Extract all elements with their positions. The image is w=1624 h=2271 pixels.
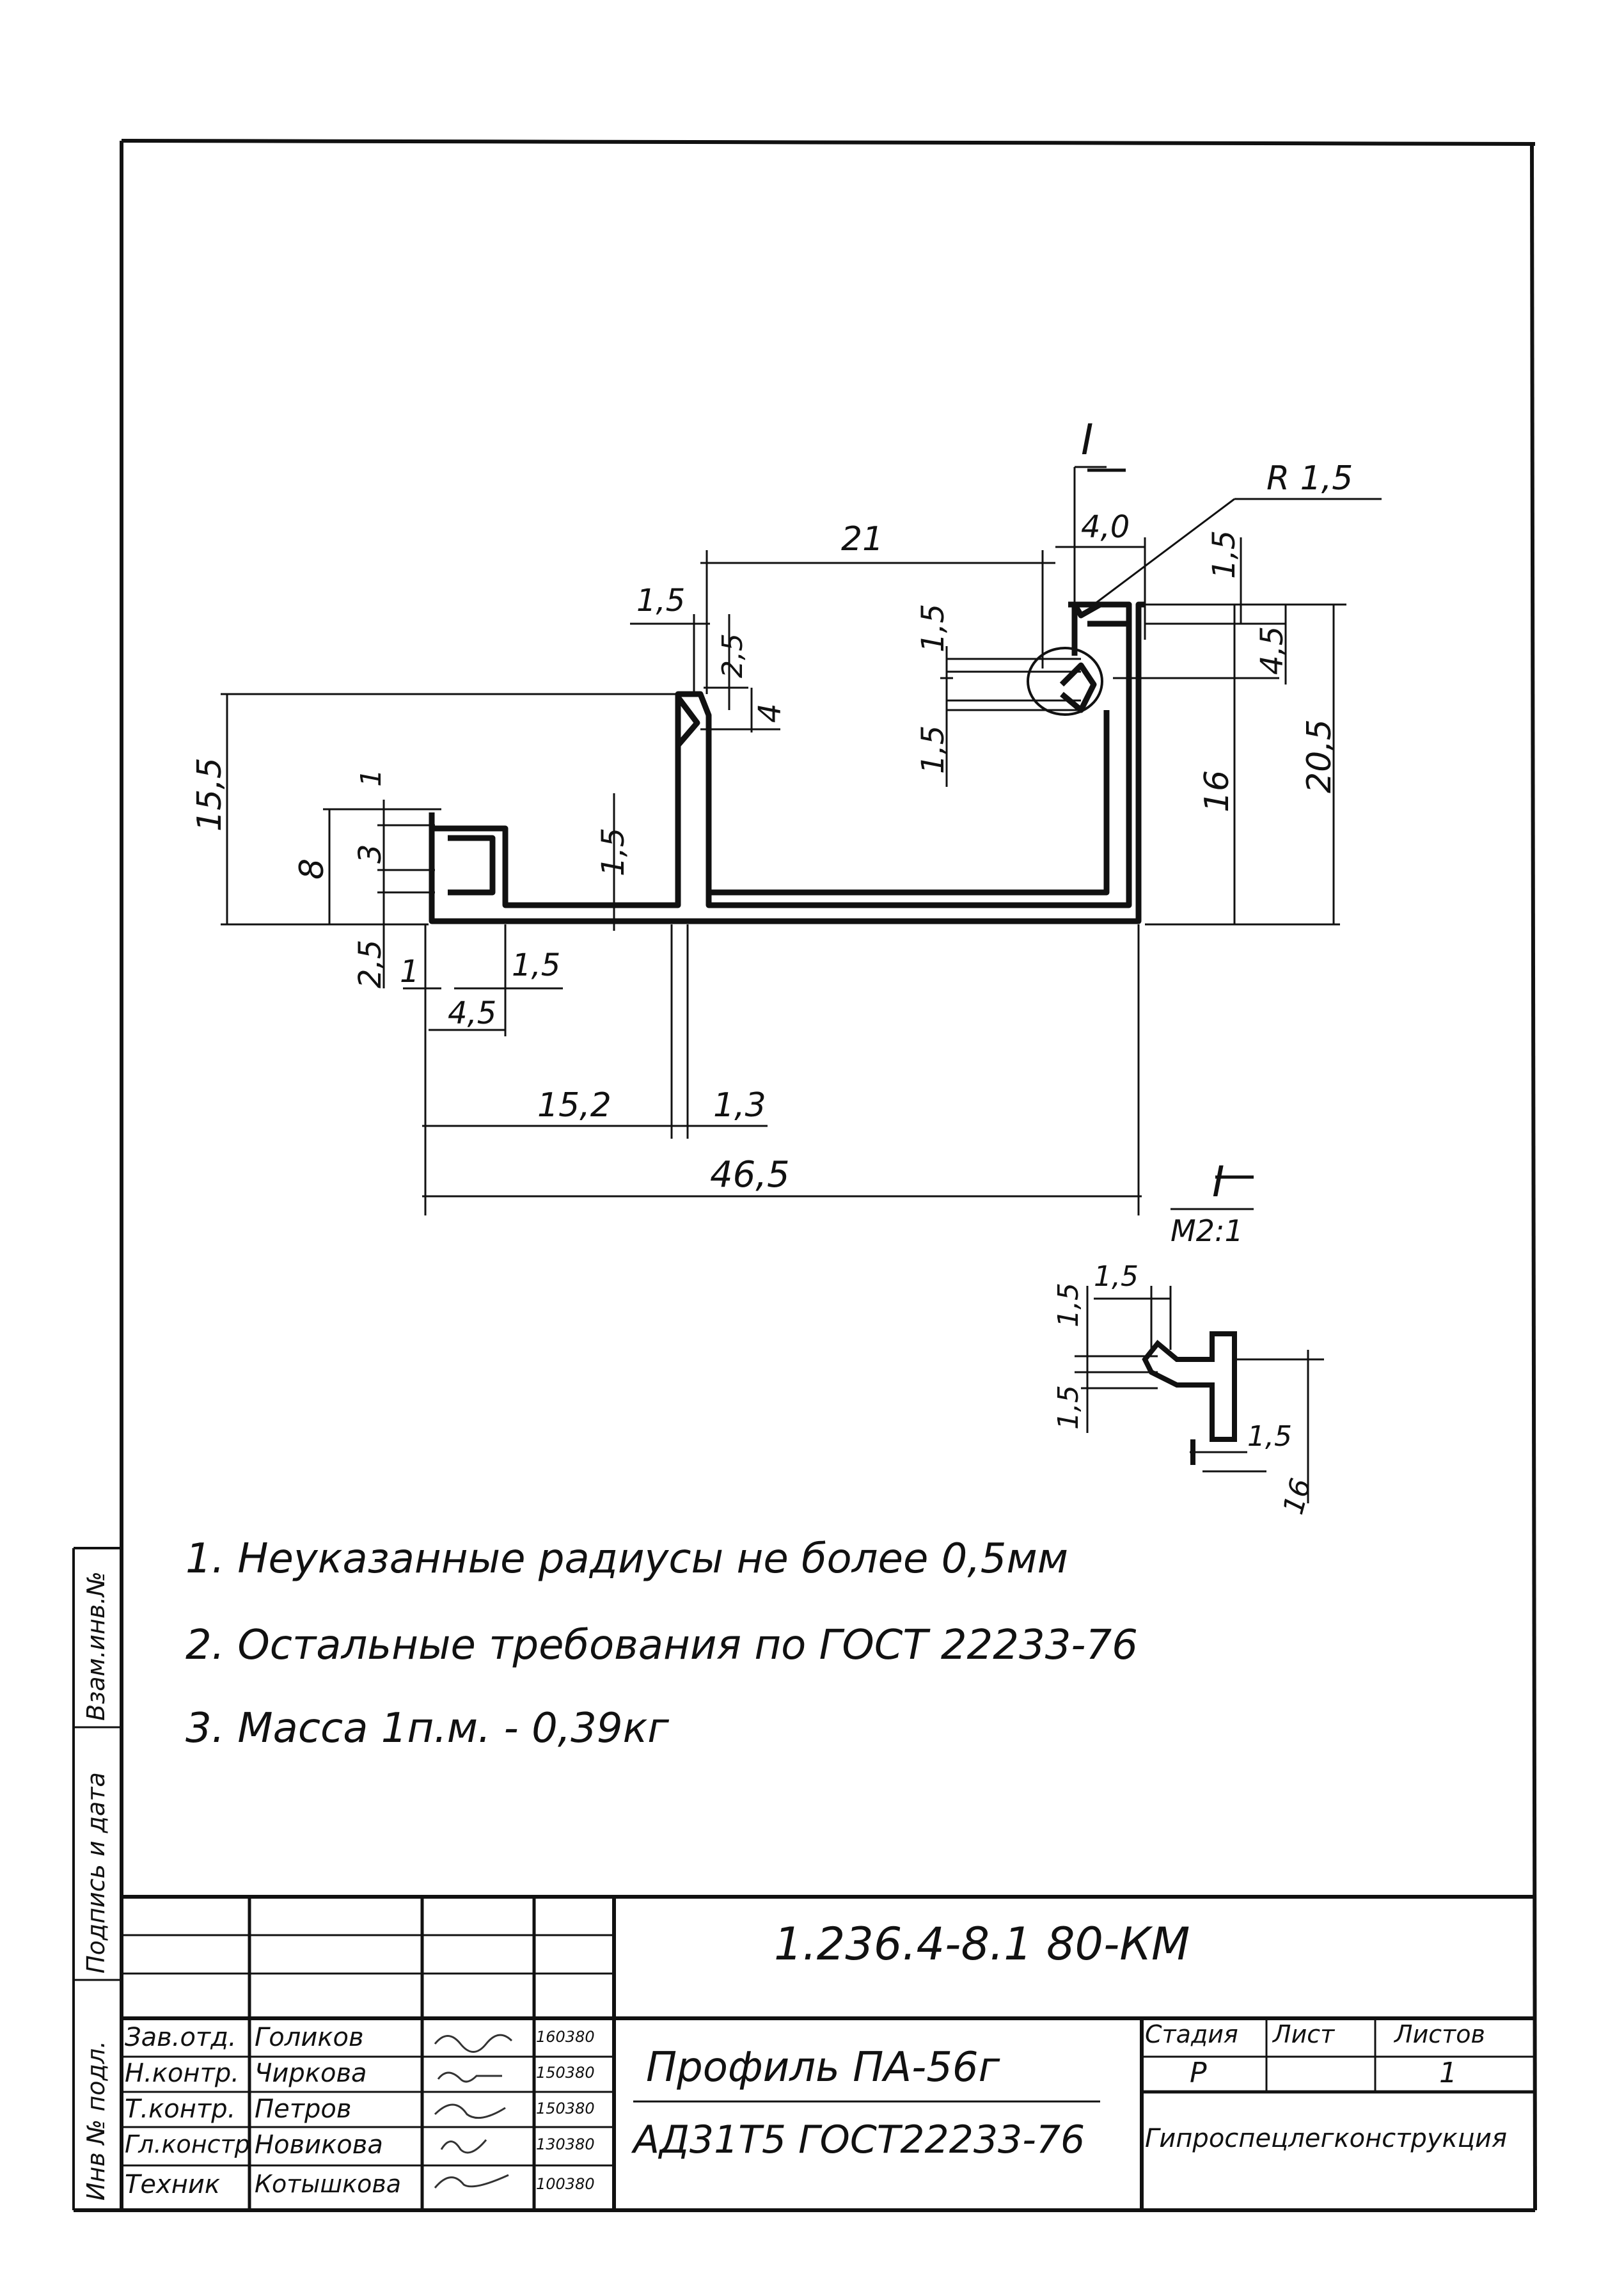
sheets-value: 1	[1439, 2057, 1457, 2089]
dim-1-5-bottom: 1,5	[512, 947, 560, 983]
dim-3-left: 3	[352, 844, 388, 864]
signature-1	[434, 2034, 513, 2053]
detail-scale: M2:1	[1171, 1214, 1243, 1248]
dim-15-5: 15,5	[191, 757, 229, 832]
section-mark-main: I	[1081, 415, 1093, 464]
signer-role: Гл.констр	[125, 2130, 250, 2158]
dim-8: 8	[293, 859, 331, 880]
dim-15-2: 15,2	[537, 1086, 611, 1125]
dim-1-3: 1,3	[713, 1086, 766, 1125]
dim-4-5-right: 4,5	[1254, 626, 1290, 675]
title-block-grid	[122, 1895, 1535, 2210]
stage-header: Стадия	[1145, 2020, 1238, 2048]
dim-16-right: 16	[1198, 770, 1236, 812]
dim-1-5-top-right: 1,5	[1206, 530, 1242, 579]
signer-date: 160380	[536, 2028, 595, 2046]
detail-dim-1-5-c: 1,5	[1052, 1385, 1085, 1430]
side-label-podpis-data: Подпись и дата	[82, 1772, 110, 1974]
note-3: 3. Масса 1п.м. - 0,39кг	[185, 1705, 669, 1752]
signatures	[434, 2034, 513, 2188]
detail-dim-16: 16	[1277, 1475, 1318, 1518]
signature-4	[440, 2139, 487, 2154]
signer-date: 130380	[536, 2135, 595, 2153]
signature-5	[434, 2174, 509, 2188]
signature-2	[437, 2071, 502, 2083]
signer-date: 150380	[536, 2064, 595, 2082]
signer-name: Котышкова	[255, 2170, 402, 2198]
dim-1-bottom: 1	[400, 954, 420, 990]
section-mark-detail: I	[1212, 1157, 1224, 1207]
side-label-vzam-inv: Взам.инв.№	[82, 1571, 110, 1721]
dim-46-5: 46,5	[710, 1154, 790, 1196]
profile-section	[429, 601, 1145, 924]
signer-role: Зав.отд.	[125, 2023, 237, 2052]
dim-1-5-hook-upper: 1,5	[915, 604, 951, 653]
dim-4-5-bottom: 4,5	[448, 995, 496, 1031]
signer-role: Т.контр.	[125, 2094, 236, 2124]
dimension-lines	[221, 466, 1382, 1215]
dim-4-v: 4	[752, 703, 788, 723]
dim-1-left: 1	[355, 769, 388, 787]
sheet-frame	[72, 139, 1537, 2212]
doc-code: 1.236.4-8.1 80-КМ	[774, 1918, 1190, 1970]
signer-date: 150380	[536, 2100, 595, 2117]
signer-role: Н.контр.	[125, 2059, 239, 2088]
item-name: Профиль ПА-56г	[646, 2044, 1000, 2091]
signer-name: Чиркова	[255, 2059, 367, 2088]
stage-value: Р	[1190, 2057, 1207, 2089]
dim-21: 21	[841, 520, 883, 558]
dim-1-5-left-v: 1,5	[636, 583, 685, 619]
signature-3	[434, 2103, 506, 2119]
organization: Гипроспецлегконструкция	[1145, 2124, 1508, 2153]
detail-dim-1-5-a: 1,5	[1052, 1283, 1085, 1327]
side-label-inv-podl: Инв № подл.	[82, 2040, 110, 2201]
note-2: 2. Остальные требования по ГОСТ 22233-76	[185, 1622, 1138, 1669]
signer-name: Новикова	[255, 2130, 383, 2160]
signer-role: Техник	[125, 2170, 221, 2199]
sheets-header: Листов	[1394, 2020, 1485, 2048]
dim-1-5-web: 1,5	[595, 828, 631, 876]
signer-name: Петров	[255, 2094, 352, 2124]
dim-1-5-hook-lower: 1,5	[915, 725, 951, 774]
signer-name: Голиков	[255, 2023, 364, 2052]
dim-2-5-v: 2,5	[716, 633, 749, 678]
dim-4-0: 4,0	[1081, 509, 1130, 545]
dimension-labels: I I M2:1 R 1,5 21 4,0 1,5 1,5 2,5 4 1,5 …	[191, 415, 1353, 1518]
material: АД31Т5 ГОСТ22233-76	[633, 2117, 1085, 2162]
sheet-header: Лист	[1273, 2020, 1335, 2048]
detail-dim-1-5-d: 1,5	[1247, 1420, 1292, 1453]
note-1: 1. Неуказанные радиусы не более 0,5мм	[185, 1535, 1068, 1583]
detail-view	[1075, 468, 1324, 1503]
signer-date: 100380	[536, 2175, 595, 2193]
dim-2-5-left: 2,5	[352, 940, 388, 988]
detail-dim-1-5-b: 1,5	[1094, 1260, 1139, 1293]
dim-20-5: 20,5	[1300, 719, 1339, 793]
detail-circle	[1027, 647, 1103, 716]
radius-label: R 1,5	[1266, 459, 1353, 498]
